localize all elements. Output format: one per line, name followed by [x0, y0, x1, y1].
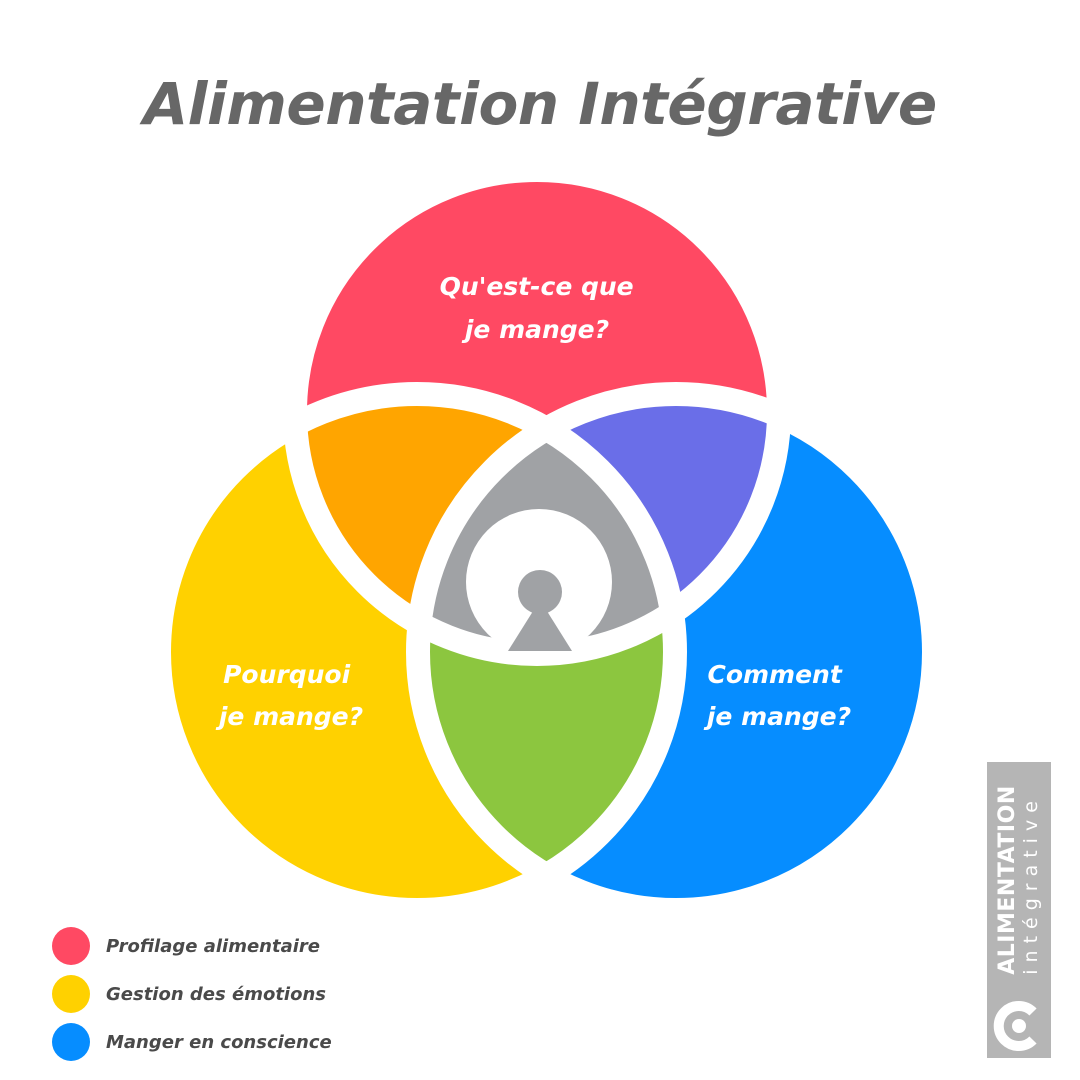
legend-item: Gestion des émotions [52, 970, 332, 1018]
legend-dot [52, 927, 90, 965]
legend-dot [52, 975, 90, 1013]
legend-item: Manger en conscience [52, 1018, 332, 1066]
separator-rings [147, 158, 946, 922]
legend: Profilage alimentaire Gestion des émotio… [52, 922, 332, 1066]
label-profilage: Qu'est-ce que je mange? [440, 272, 643, 344]
person-icon [466, 509, 612, 655]
page-title: Alimentation Intégrative [143, 70, 937, 138]
legend-dot [52, 1023, 90, 1061]
label-conscience: Comment je mange? [703, 660, 851, 731]
brand-c-logo-icon [993, 1001, 1037, 1051]
brand-wordmark: ALIMENTATION intégrative [995, 785, 1042, 975]
label-line: Qu'est-ce que [440, 272, 634, 301]
label-line: je mange? [703, 702, 851, 731]
label-line: je mange? [215, 702, 363, 731]
brand-line2: intégrative [1020, 794, 1042, 975]
brand-line1: ALIMENTATION [995, 785, 1020, 975]
label-line: Pourquoi [223, 660, 350, 689]
label-gestion: Pourquoi je mange? [215, 660, 363, 731]
legend-label: Profilage alimentaire [106, 935, 320, 957]
legend-item: Profilage alimentaire [52, 922, 332, 970]
legend-label: Gestion des émotions [106, 983, 326, 1005]
legend-label: Manger en conscience [106, 1031, 332, 1053]
label-line: Comment [707, 660, 842, 689]
brand-badge: ALIMENTATION intégrative [987, 762, 1051, 1058]
label-line: je mange? [461, 315, 609, 344]
